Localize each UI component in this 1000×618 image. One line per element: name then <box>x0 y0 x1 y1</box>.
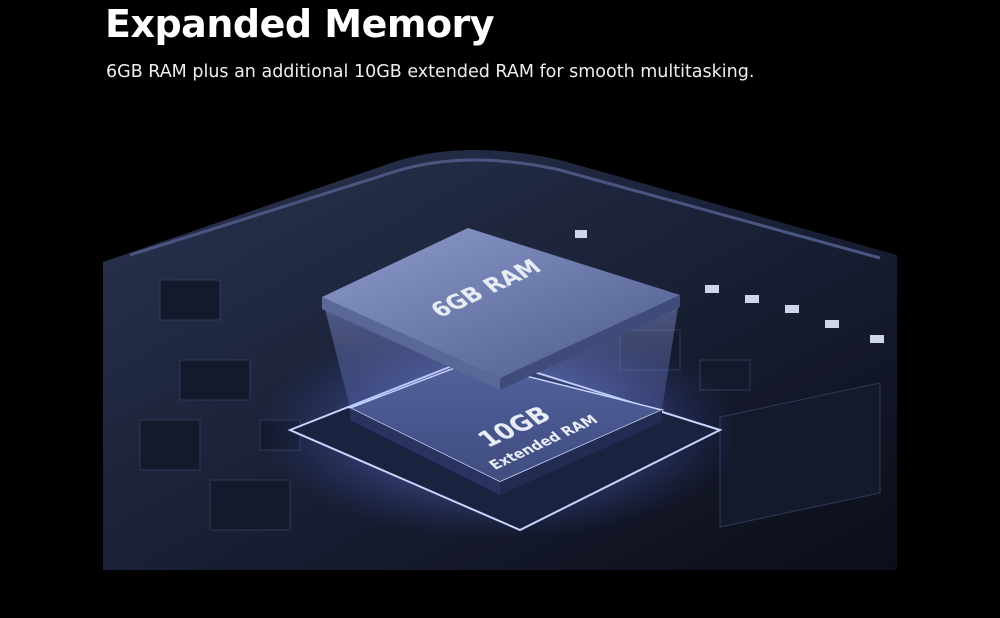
page-title: Expanded Memory <box>105 2 495 46</box>
page-subtitle: 6GB RAM plus an additional 10GB extended… <box>106 62 755 82</box>
ram-chip <box>322 228 680 378</box>
